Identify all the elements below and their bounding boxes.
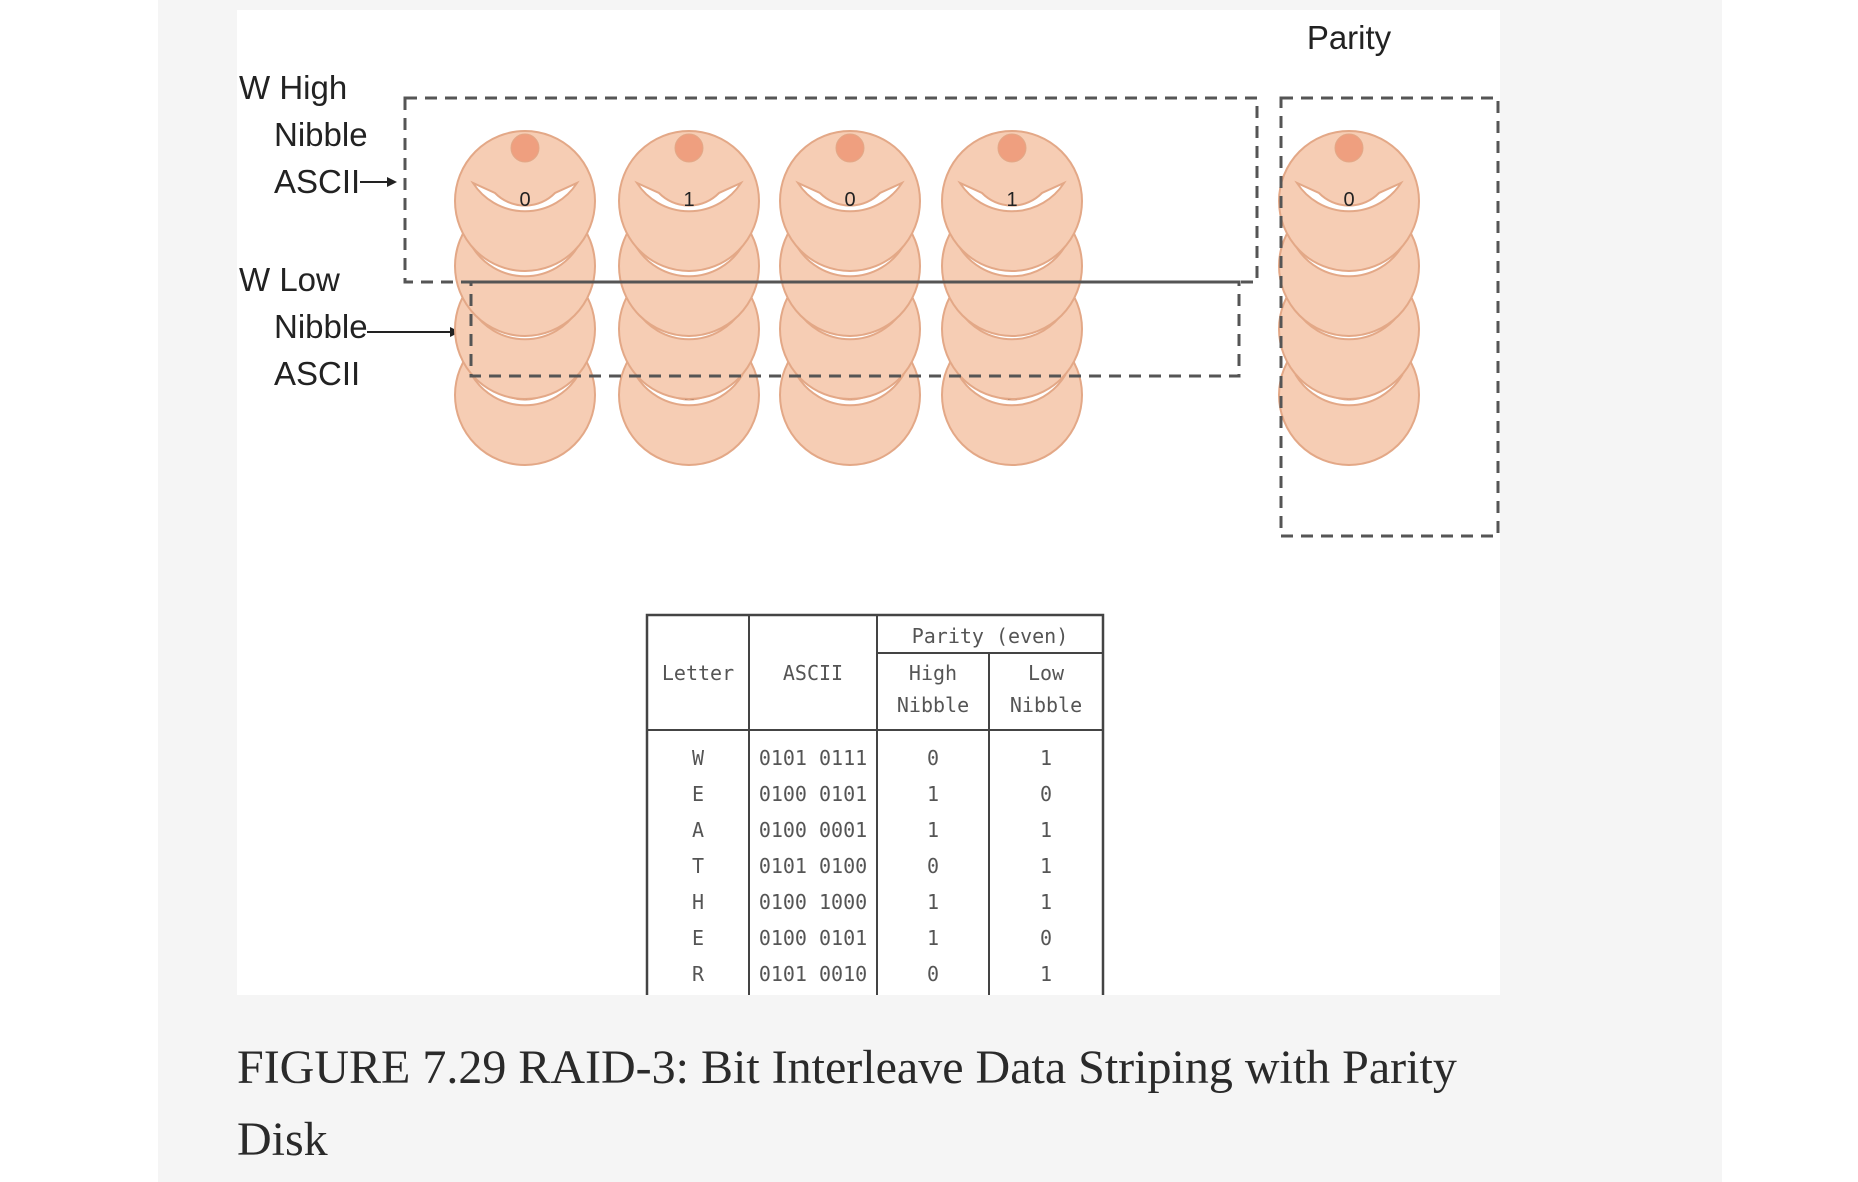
parity-group-box [1279, 96, 1500, 538]
table-cell-high: 1 [927, 818, 939, 842]
table-cell-low: 0 [1040, 782, 1052, 806]
table-cell-letter: H [692, 890, 704, 914]
table-header-ascii: ASCII [783, 661, 843, 685]
table-cell-high: 1 [927, 926, 939, 950]
table-border [645, 613, 1105, 995]
figure-caption: FIGURE 7.29 RAID-3: Bit Interleave Data … [237, 1041, 1457, 1166]
parity-table: Letter ASCII Parity (even) High Nibble L… [645, 613, 1105, 995]
spindle-hub [1334, 133, 1364, 163]
table-cell-letter: W [692, 746, 705, 770]
table-header-low-1: Low [1028, 661, 1065, 685]
table-cell-ascii: 0101 0010 [759, 962, 867, 986]
table-cell-letter: R [692, 962, 705, 986]
disk-stacks: 00001111001010110110 [454, 130, 1420, 466]
table-row: E 0100 0101 1 0 [692, 782, 1052, 806]
table-row: T 0101 0100 0 1 [692, 854, 1052, 878]
table-cell-ascii: 0100 0001 [759, 818, 867, 842]
table-cell-high: 0 [927, 962, 939, 986]
table-row: R 0101 0010 0 1 [692, 962, 1052, 986]
table-cell-high: 0 [927, 854, 939, 878]
high-nibble-line-1: W High [239, 69, 347, 106]
table-header-high-2: Nibble [897, 693, 969, 717]
platter-surface [1278, 130, 1420, 272]
platter-surface [941, 130, 1083, 272]
disk-2-platter-1: 1 [618, 130, 760, 272]
high-nibble-line-2: Nibble [274, 116, 368, 153]
spindle-hub [510, 133, 540, 163]
table-cell-letter: E [692, 782, 704, 806]
table-cell-low: 1 [1040, 890, 1052, 914]
platter-window [1294, 180, 1404, 213]
table-cell-ascii: 0101 0100 [759, 854, 867, 878]
table-cell-low: 1 [1040, 962, 1052, 986]
table-row: A 0100 0001 1 1 [692, 818, 1052, 842]
table-row: E 0100 0101 1 0 [692, 926, 1052, 950]
low-nibble-group-box [469, 280, 1241, 378]
disk-1-platter-1: 0 [454, 130, 596, 272]
low-nibble-line-1: W Low [239, 261, 340, 298]
low-nibble-label: W Low Nibble ASCII [239, 261, 460, 392]
table-cell-ascii: 0100 0101 [759, 782, 867, 806]
spindle-hub [674, 133, 704, 163]
table-cell-high: 1 [927, 782, 939, 806]
bit-label: 0 [519, 189, 530, 211]
spindle-hub [835, 133, 865, 163]
table-header-high-1: High [909, 661, 957, 685]
table-cell-ascii: 0100 0101 [759, 926, 867, 950]
parity-disk-platter-1: 0 [1278, 130, 1420, 272]
table-row: H 0100 1000 1 1 [692, 890, 1052, 914]
table-row: W 0101 0111 0 1 [692, 746, 1052, 770]
table-cell-ascii: 0101 0111 [759, 746, 867, 770]
platter-window [634, 180, 744, 213]
bit-label: 0 [1343, 189, 1354, 211]
table-cell-letter: A [692, 818, 704, 842]
table-cell-high: 0 [927, 746, 939, 770]
platter-window [795, 180, 905, 213]
platter-surface [779, 130, 921, 272]
table-cell-high: 1 [927, 890, 939, 914]
table-header-letter: Letter [662, 661, 734, 685]
low-nibble-line-3: ASCII [274, 355, 360, 392]
spindle-hub [997, 133, 1027, 163]
table-cell-low: 1 [1040, 818, 1052, 842]
table-header-low-2: Nibble [1010, 693, 1082, 717]
table-header-parity: Parity (even) [912, 624, 1069, 648]
low-nibble-line-2: Nibble [274, 308, 368, 345]
bit-label: 0 [844, 189, 855, 211]
disk-4-platter-1: 1 [941, 130, 1083, 272]
table-cell-ascii: 0100 1000 [759, 890, 867, 914]
table-cell-letter: T [692, 854, 704, 878]
raid3-figure: Parity W High Nibble ASCII W Low Nibble … [237, 10, 1500, 995]
table-cell-low: 0 [1040, 926, 1052, 950]
disk-3-stack: 0010 [779, 130, 921, 466]
platter-window [957, 180, 1067, 213]
platter-window [470, 180, 580, 213]
bit-label: 1 [1006, 189, 1017, 211]
disk-2-stack: 1111 [618, 130, 760, 466]
table-cell-low: 1 [1040, 746, 1052, 770]
platter-surface [618, 130, 760, 272]
bit-label: 1 [683, 189, 694, 211]
high-nibble-arrowhead [387, 177, 397, 187]
table-cell-letter: E [692, 926, 704, 950]
high-nibble-line-3: ASCII [274, 163, 360, 200]
disk-3-platter-1: 0 [779, 130, 921, 272]
table-cell-low: 1 [1040, 854, 1052, 878]
platter-surface [454, 130, 596, 272]
parity-title: Parity [1307, 19, 1392, 56]
high-nibble-label: W High Nibble ASCII [239, 69, 397, 200]
